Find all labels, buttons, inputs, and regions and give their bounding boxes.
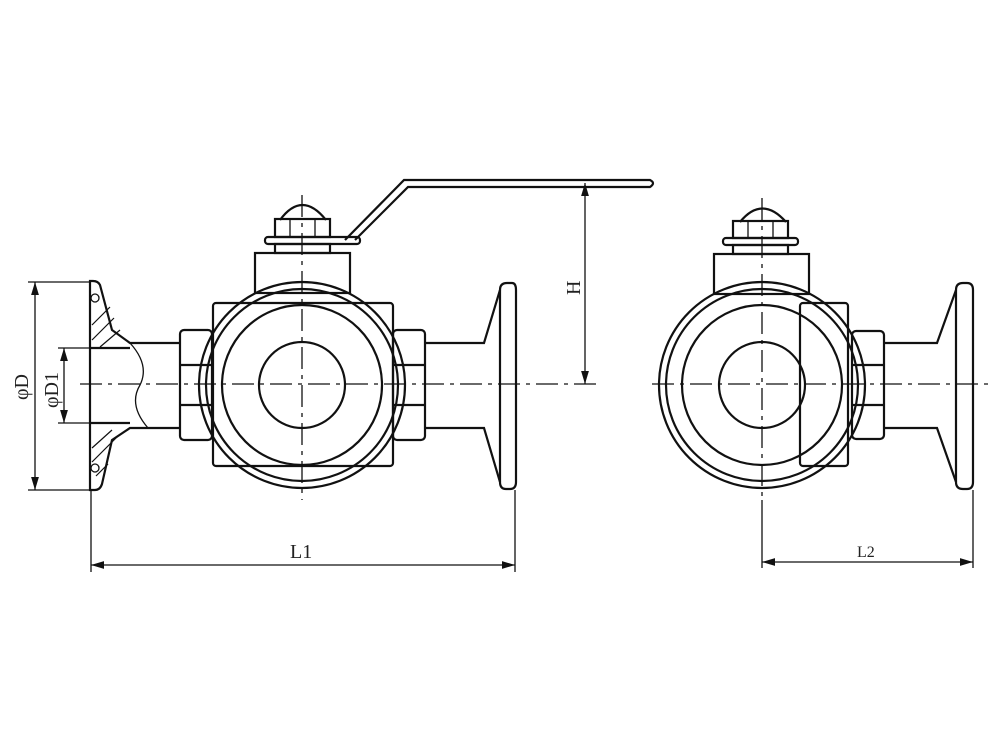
label-h: H — [563, 281, 585, 295]
front-view-valve — [80, 178, 655, 500]
label-phi-d: φD — [11, 374, 33, 400]
stem-collar — [731, 243, 790, 256]
dimension-l2 — [761, 490, 974, 568]
section-hatching — [91, 306, 121, 477]
side-view-valve — [652, 198, 990, 500]
gasket-groove — [90, 293, 100, 303]
right-hex-fitting — [391, 328, 427, 442]
label-l2: L2 — [857, 544, 875, 561]
left-ferrule-section — [88, 279, 180, 492]
left-hex-fitting — [178, 328, 214, 442]
hex-fitting — [850, 329, 886, 441]
label-phi-d1: φD1 — [41, 372, 63, 408]
dimension-phi-d1 — [58, 347, 90, 424]
stem-dome — [279, 204, 327, 221]
lever-handle — [344, 178, 655, 241]
ferrule — [884, 281, 975, 491]
break-line — [129, 342, 149, 429]
right-ferrule — [425, 281, 518, 491]
dimension-phi-d — [28, 281, 90, 491]
dimension-l1 — [90, 490, 516, 572]
gasket-groove — [90, 463, 100, 473]
label-l1: L1 — [290, 541, 312, 563]
stem-nut — [731, 219, 790, 240]
